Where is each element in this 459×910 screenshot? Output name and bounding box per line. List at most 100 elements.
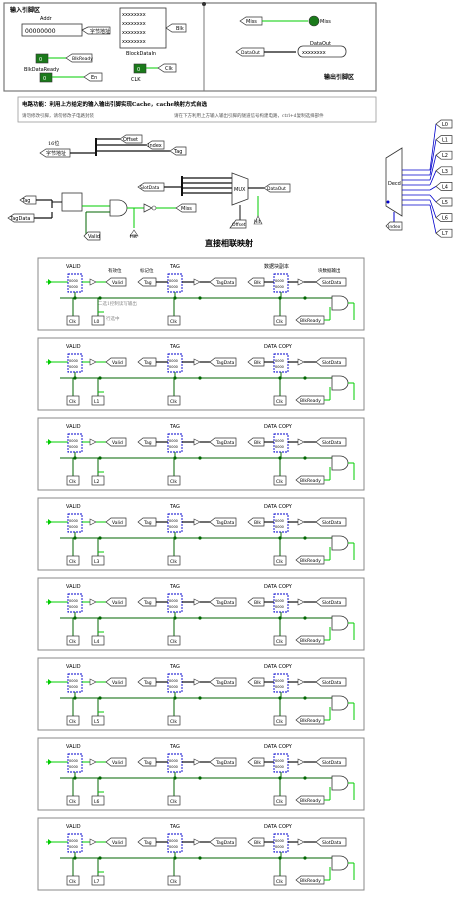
line-and-gate [331,455,349,471]
buffer [193,678,201,686]
valid-register-value: 0000 [69,445,78,449]
decoder-out-tunnel [435,228,453,238]
line-input-arrow [48,679,52,685]
valid-tunnel [105,517,127,527]
tag-tunnel-label: Tag [143,680,152,686]
tag-register [167,433,183,453]
junction [303,616,307,620]
data-register-value: 0000 [275,359,284,363]
buffer [89,518,97,526]
comparator [61,192,83,212]
input-area-title: 输入引脚区 [10,6,40,14]
decoder-wire [429,139,437,176]
valid-tunnel-label: Valid [112,840,123,846]
decoder-out-label: L5 [442,200,448,206]
tagdata-tunnel-label: TagData [215,840,235,846]
slotdata-tunnel-label: SlotData [322,440,342,446]
line-select-tunnel-label: L4 [94,639,100,645]
mux-note: 二选1控制读写输出 [98,300,137,307]
line-select-tunnel [91,475,105,486]
tag-tunnel-label: Tag [143,440,152,446]
clk-tunnel-c-label: Clk [276,799,283,805]
valid-tunnel [105,277,127,287]
junction [198,536,202,540]
clk-tunnel-a [66,875,80,886]
slotdata-tunnel [315,437,347,447]
slotdata-tunnel-label: SlotData [322,680,342,686]
valid-tunnel [105,357,127,367]
data-register [273,513,289,533]
blk-tunnel-label: Blk [254,360,261,366]
line-and-gate [331,855,349,871]
valid-tunnel [105,597,127,607]
tag-register [167,593,183,613]
slotdata-tunnel [315,837,347,847]
buffer [193,358,201,366]
blkready-tunnel-label: BlkReady [300,478,321,484]
blockdata-label: BlockDataIn [126,51,156,57]
tagdata-tunnel [209,677,237,687]
valid-tunnel [105,437,127,447]
hit-out-label: Hit [130,234,137,240]
line-select-tunnel-label: L5 [94,719,100,725]
line-input-arrow [48,519,52,525]
blkready-pin-value: 0 [39,57,42,63]
line-input-arrow [48,279,52,285]
dataout-probe [297,45,347,58]
slotdata-tunnel [315,677,347,687]
valid-tunnel-label: Valid [112,680,123,686]
line-and-gate [331,775,349,791]
valid-register-value: 0000 [69,765,78,769]
tag-header: TAG [169,744,180,750]
data-register-value: 0000 [275,439,284,443]
slotdata-tunnel [315,517,347,527]
tagdata-tunnel-label: TagData [215,520,235,526]
tag-bit-note: 标记位 [140,267,154,274]
clk-tunnel-a [66,715,80,726]
decoder-wire [429,194,437,203]
blockdata-pin[interactable] [119,7,167,49]
miss-out-label: Miss [181,206,192,212]
clk-tunnel-b-label: Clk [170,559,177,565]
buffer [297,838,305,846]
tag-tunnel-label: Tag [173,149,182,155]
junction [98,616,102,620]
slotdata-tunnel [315,357,347,367]
valid-header: VALID [66,424,81,430]
tag-tunnel-label: Tag [143,520,152,526]
tag-register-value: 0000 [169,845,178,849]
clk-tunnel-a [66,315,80,326]
line-select-tunnel-label: L0 [94,319,100,325]
junction [303,536,307,540]
mux-label: MUX [234,187,246,193]
line-select-tunnel-label: L7 [94,879,100,885]
data-header: DATA COPY [264,824,293,830]
data-register-value: 0000 [275,605,284,609]
clk-tunnel-c [273,315,287,326]
tagdata-tunnel [209,837,237,847]
data-out-note: 块数据输出 [318,267,341,274]
line-select-tunnel-label: L6 [94,799,100,805]
clk-tunnel-c [273,555,287,566]
miss-led [308,15,320,27]
tagdata-tunnel [209,357,237,367]
valid-register [67,673,83,693]
tag-header: TAG [169,344,180,350]
decoder-out-tunnel [435,119,453,129]
clk-tunnel-a-label: Clk [69,319,76,325]
buffer [297,358,305,366]
data-register-value: 0000 [275,279,284,283]
data-register-value: 0000 [275,685,284,689]
valid-register-value: 0000 [69,845,78,849]
valid-register [67,513,83,533]
dataout-tunnel-label: DataOut [241,50,260,56]
tag-register [167,833,183,853]
blk-tunnel [165,23,187,33]
data-register-value: 0000 [275,845,284,849]
blk-tunnel-label: Blk [254,520,261,526]
tag-register-value: 0000 [169,525,178,529]
valid-tunnel [105,677,127,687]
